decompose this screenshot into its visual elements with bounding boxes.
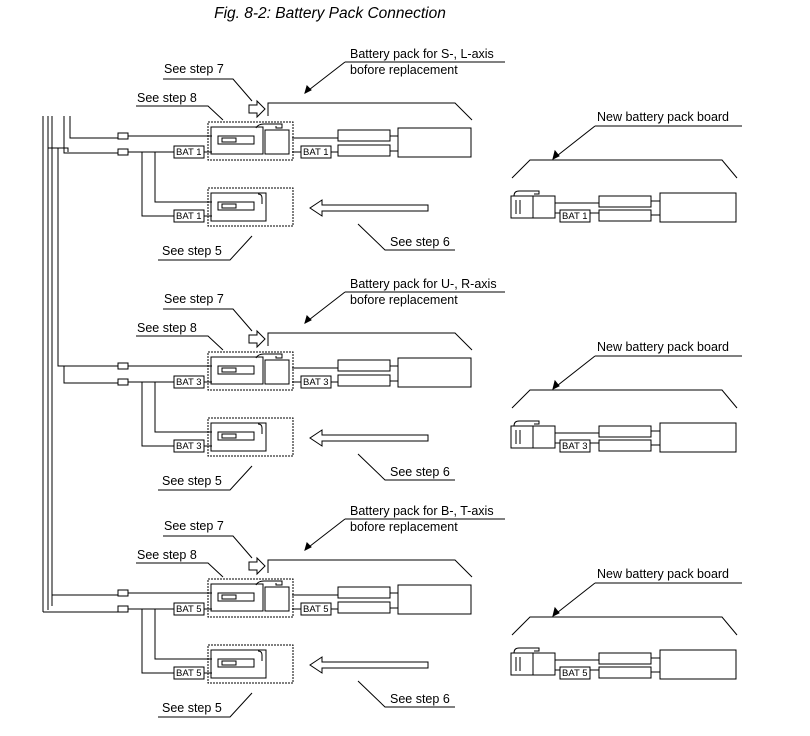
bat-tag: BAT 5: [303, 604, 329, 615]
step8-callout: See step 8: [137, 548, 197, 562]
bat-tag-box: [300, 602, 332, 616]
step6-callout: See step 6: [390, 465, 450, 479]
cable-sleeve: [117, 378, 129, 386]
old-battery-pack: [207, 559, 473, 618]
step8-callout: See step 8: [137, 91, 197, 105]
main-cable-bundle: [42, 116, 53, 612]
cable-sleeve: [117, 362, 129, 370]
bat-tag-box: [173, 375, 205, 389]
bat-tag-box: [559, 666, 591, 680]
insert-arrow: [309, 199, 429, 217]
bat-tag: BAT 5: [176, 604, 202, 615]
new-board-label: New battery pack board: [597, 110, 729, 124]
pack-label: Battery pack for U-, R-axis: [350, 277, 497, 291]
step7-callout: See step 7: [164, 62, 224, 76]
branch-cable: [43, 594, 118, 613]
bat-tag-box: [173, 666, 205, 680]
bat-tag: BAT 3: [562, 441, 588, 452]
bat-tag: BAT 3: [303, 377, 329, 388]
pack-label: Battery pack for S-, L-axis: [350, 47, 494, 61]
pack-label-sub: bofore replacement: [350, 520, 458, 534]
push-arrow-icon: [248, 329, 266, 349]
bat-tag-box: [559, 439, 591, 453]
branch-cable: [47, 116, 118, 384]
step5-callout: See step 5: [162, 474, 222, 488]
new-board-label: New battery pack board: [597, 567, 729, 581]
insert-arrow: [309, 656, 429, 674]
battery-group-3: Battery pack for B-, T-axis bofore repla…: [43, 504, 742, 718]
pack-label-sub: bofore replacement: [350, 293, 458, 307]
old-battery-pack: [207, 102, 473, 161]
bat-tag-box: [300, 145, 332, 159]
battery-group-2: Battery pack for U-, R-axis bofore repla…: [47, 116, 742, 491]
step5-callout: See step 5: [162, 701, 222, 715]
old-battery-pack: [207, 332, 473, 391]
branch-cable: [51, 116, 118, 154]
battery-connector-lower: [207, 187, 294, 227]
pack-label-sub: bofore replacement: [350, 63, 458, 77]
step7-callout: See step 7: [164, 292, 224, 306]
bat-tag: BAT 1: [176, 147, 202, 158]
bat-tag: BAT 1: [176, 211, 202, 222]
figure-title: Fig. 8-2: Battery Pack Connection: [214, 5, 446, 22]
bat-tag-box: [173, 602, 205, 616]
bat-tag-box: [559, 209, 591, 223]
insert-arrow: [309, 429, 429, 447]
bat-tag: BAT 3: [176, 377, 202, 388]
bat-tag: BAT 1: [562, 211, 588, 222]
step5-callout: See step 5: [162, 244, 222, 258]
battery-connector-lower: [207, 644, 294, 684]
new-battery-pack-board: [510, 125, 742, 223]
new-battery-pack-board: [510, 355, 742, 453]
cable-sleeve: [117, 132, 129, 140]
step6-callout: See step 6: [390, 692, 450, 706]
step7-callout: See step 7: [164, 519, 224, 533]
bat-tag: BAT 5: [176, 668, 202, 679]
new-battery-pack-board: [510, 582, 742, 680]
pack-label: Battery pack for B-, T-axis: [350, 504, 494, 518]
cable-sleeve: [117, 148, 129, 156]
bat-tag-box: [173, 209, 205, 223]
battery-group-1: Battery pack for S-, L-axis bofore repla…: [51, 47, 742, 261]
battery-connector-lower: [207, 417, 294, 457]
step6-callout: See step 6: [390, 235, 450, 249]
cable-sleeve: [117, 589, 129, 597]
bat-tag-box: [173, 439, 205, 453]
bat-tag: BAT 3: [176, 441, 202, 452]
push-arrow-icon: [248, 556, 266, 576]
bat-tag-box: [173, 145, 205, 159]
new-board-label: New battery pack board: [597, 340, 729, 354]
bat-tag-box: [300, 375, 332, 389]
bat-tag: BAT 1: [303, 147, 329, 158]
push-arrow-icon: [248, 99, 266, 119]
step8-callout: See step 8: [137, 321, 197, 335]
bat-tag: BAT 5: [562, 668, 588, 679]
cable-sleeve: [117, 605, 129, 613]
